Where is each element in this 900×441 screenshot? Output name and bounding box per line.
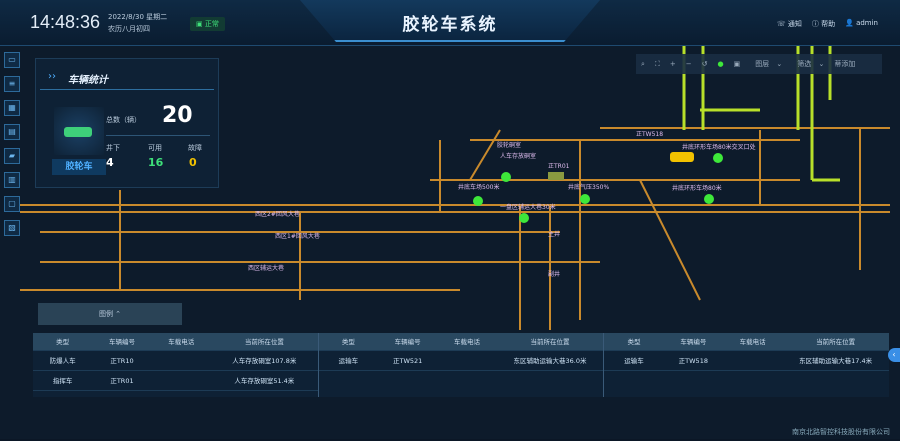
chevron-icon: ›› bbox=[48, 71, 56, 82]
map-label: 副井 bbox=[548, 270, 560, 278]
lunar-date: 农历八月初四 bbox=[108, 25, 150, 33]
map-label: 胶轮硐室 bbox=[497, 141, 521, 149]
extra-button[interactable]: 蒂添加 bbox=[834, 60, 856, 68]
map-label: 西区1#回风大巷 bbox=[275, 232, 320, 240]
layer-dropdown[interactable]: 图层 ⌄ bbox=[755, 60, 783, 68]
vehicle-marker bbox=[670, 152, 694, 162]
clock: 14:48:36 bbox=[30, 12, 101, 32]
map-label: 正TR01 bbox=[548, 163, 570, 170]
screen-icon[interactable]: ▢ bbox=[4, 196, 20, 212]
vehicle-image bbox=[54, 107, 104, 155]
report-icon[interactable]: ▥ bbox=[4, 172, 20, 188]
save-icon[interactable]: ▣ bbox=[733, 60, 741, 68]
doc-icon[interactable]: ▤ bbox=[4, 124, 20, 140]
settings-icon[interactable]: ▧ bbox=[4, 220, 20, 236]
monitor-icon[interactable]: ▭ bbox=[4, 52, 20, 68]
underground-count: 4 bbox=[106, 156, 114, 169]
filter-dropdown[interactable]: 筛选 ⌄ bbox=[797, 60, 825, 68]
map-toolbar: ⌕ ⛶ + − ↺ ● ▣ 图层 ⌄ 筛选 ⌄ 蒂添加 bbox=[636, 54, 882, 74]
notice-button[interactable]: ☏ 通知 bbox=[776, 20, 802, 28]
date: 2022/8/30 星期二 bbox=[108, 13, 168, 21]
sidebar: ▭ ≡ ▦ ▤ ▰ ▥ ▢ ▧ bbox=[4, 52, 20, 236]
vehicle-type-label[interactable]: 胶轮车 bbox=[52, 159, 106, 175]
help-button[interactable]: ⓘ 帮助 bbox=[811, 20, 836, 28]
list-icon[interactable]: ≡ bbox=[4, 76, 20, 92]
map-label: 一盘区辅运大巷30米 bbox=[500, 203, 556, 211]
calendar-icon[interactable]: ▦ bbox=[4, 100, 20, 116]
total-count: 20 bbox=[162, 103, 193, 128]
map-label: 井底气压350% bbox=[568, 183, 609, 191]
map-label: 主井 bbox=[548, 230, 560, 238]
map-label: 西区2#回风大巷 bbox=[255, 210, 300, 218]
status-badge: ▣ 正常 bbox=[190, 17, 225, 31]
map-label: 正TW518 bbox=[636, 131, 663, 138]
vehicle-icon[interactable]: ▰ bbox=[4, 148, 20, 164]
company-footer: 南京北路智控科技股份有限公司 bbox=[792, 428, 890, 436]
status-dot-icon[interactable]: ● bbox=[717, 60, 724, 68]
header-bar: 胶轮车系统 14:48:36 2022/8/30 星期二 农历八月初四 ▣ 正常… bbox=[0, 0, 900, 46]
zoom-in-icon[interactable]: + bbox=[669, 60, 676, 68]
map-label: 井底环形车场80米交叉口处 bbox=[682, 143, 756, 151]
map-label: 井底车场500米 bbox=[458, 183, 499, 191]
map-label: 人车存放硐室 bbox=[500, 152, 536, 160]
station-markers bbox=[473, 153, 723, 223]
user-menu[interactable]: 👤 admin bbox=[845, 19, 878, 27]
fault-count: 0 bbox=[189, 156, 197, 169]
expand-panel-button[interactable]: ‹ bbox=[888, 348, 900, 362]
vehicle-marker bbox=[548, 172, 564, 180]
search-icon[interactable]: ⌕ bbox=[641, 59, 645, 68]
reset-icon[interactable]: ↺ bbox=[701, 60, 708, 68]
available-count: 16 bbox=[148, 156, 164, 169]
select-icon[interactable]: ⛶ bbox=[654, 59, 660, 68]
vehicle-stats-panel: ›› 车辆统计 胶轮车 总数（辆） 20 井下 可用 故障 4 16 0 bbox=[35, 58, 219, 188]
legend-toggle[interactable]: 图例 ⌃ bbox=[38, 303, 182, 325]
map-label: 西区辅运大巷 bbox=[248, 264, 284, 272]
zoom-out-icon[interactable]: − bbox=[685, 60, 692, 68]
map-label: 井底环形车场80米 bbox=[672, 184, 722, 192]
page-title: 胶轮车系统 bbox=[402, 15, 498, 35]
